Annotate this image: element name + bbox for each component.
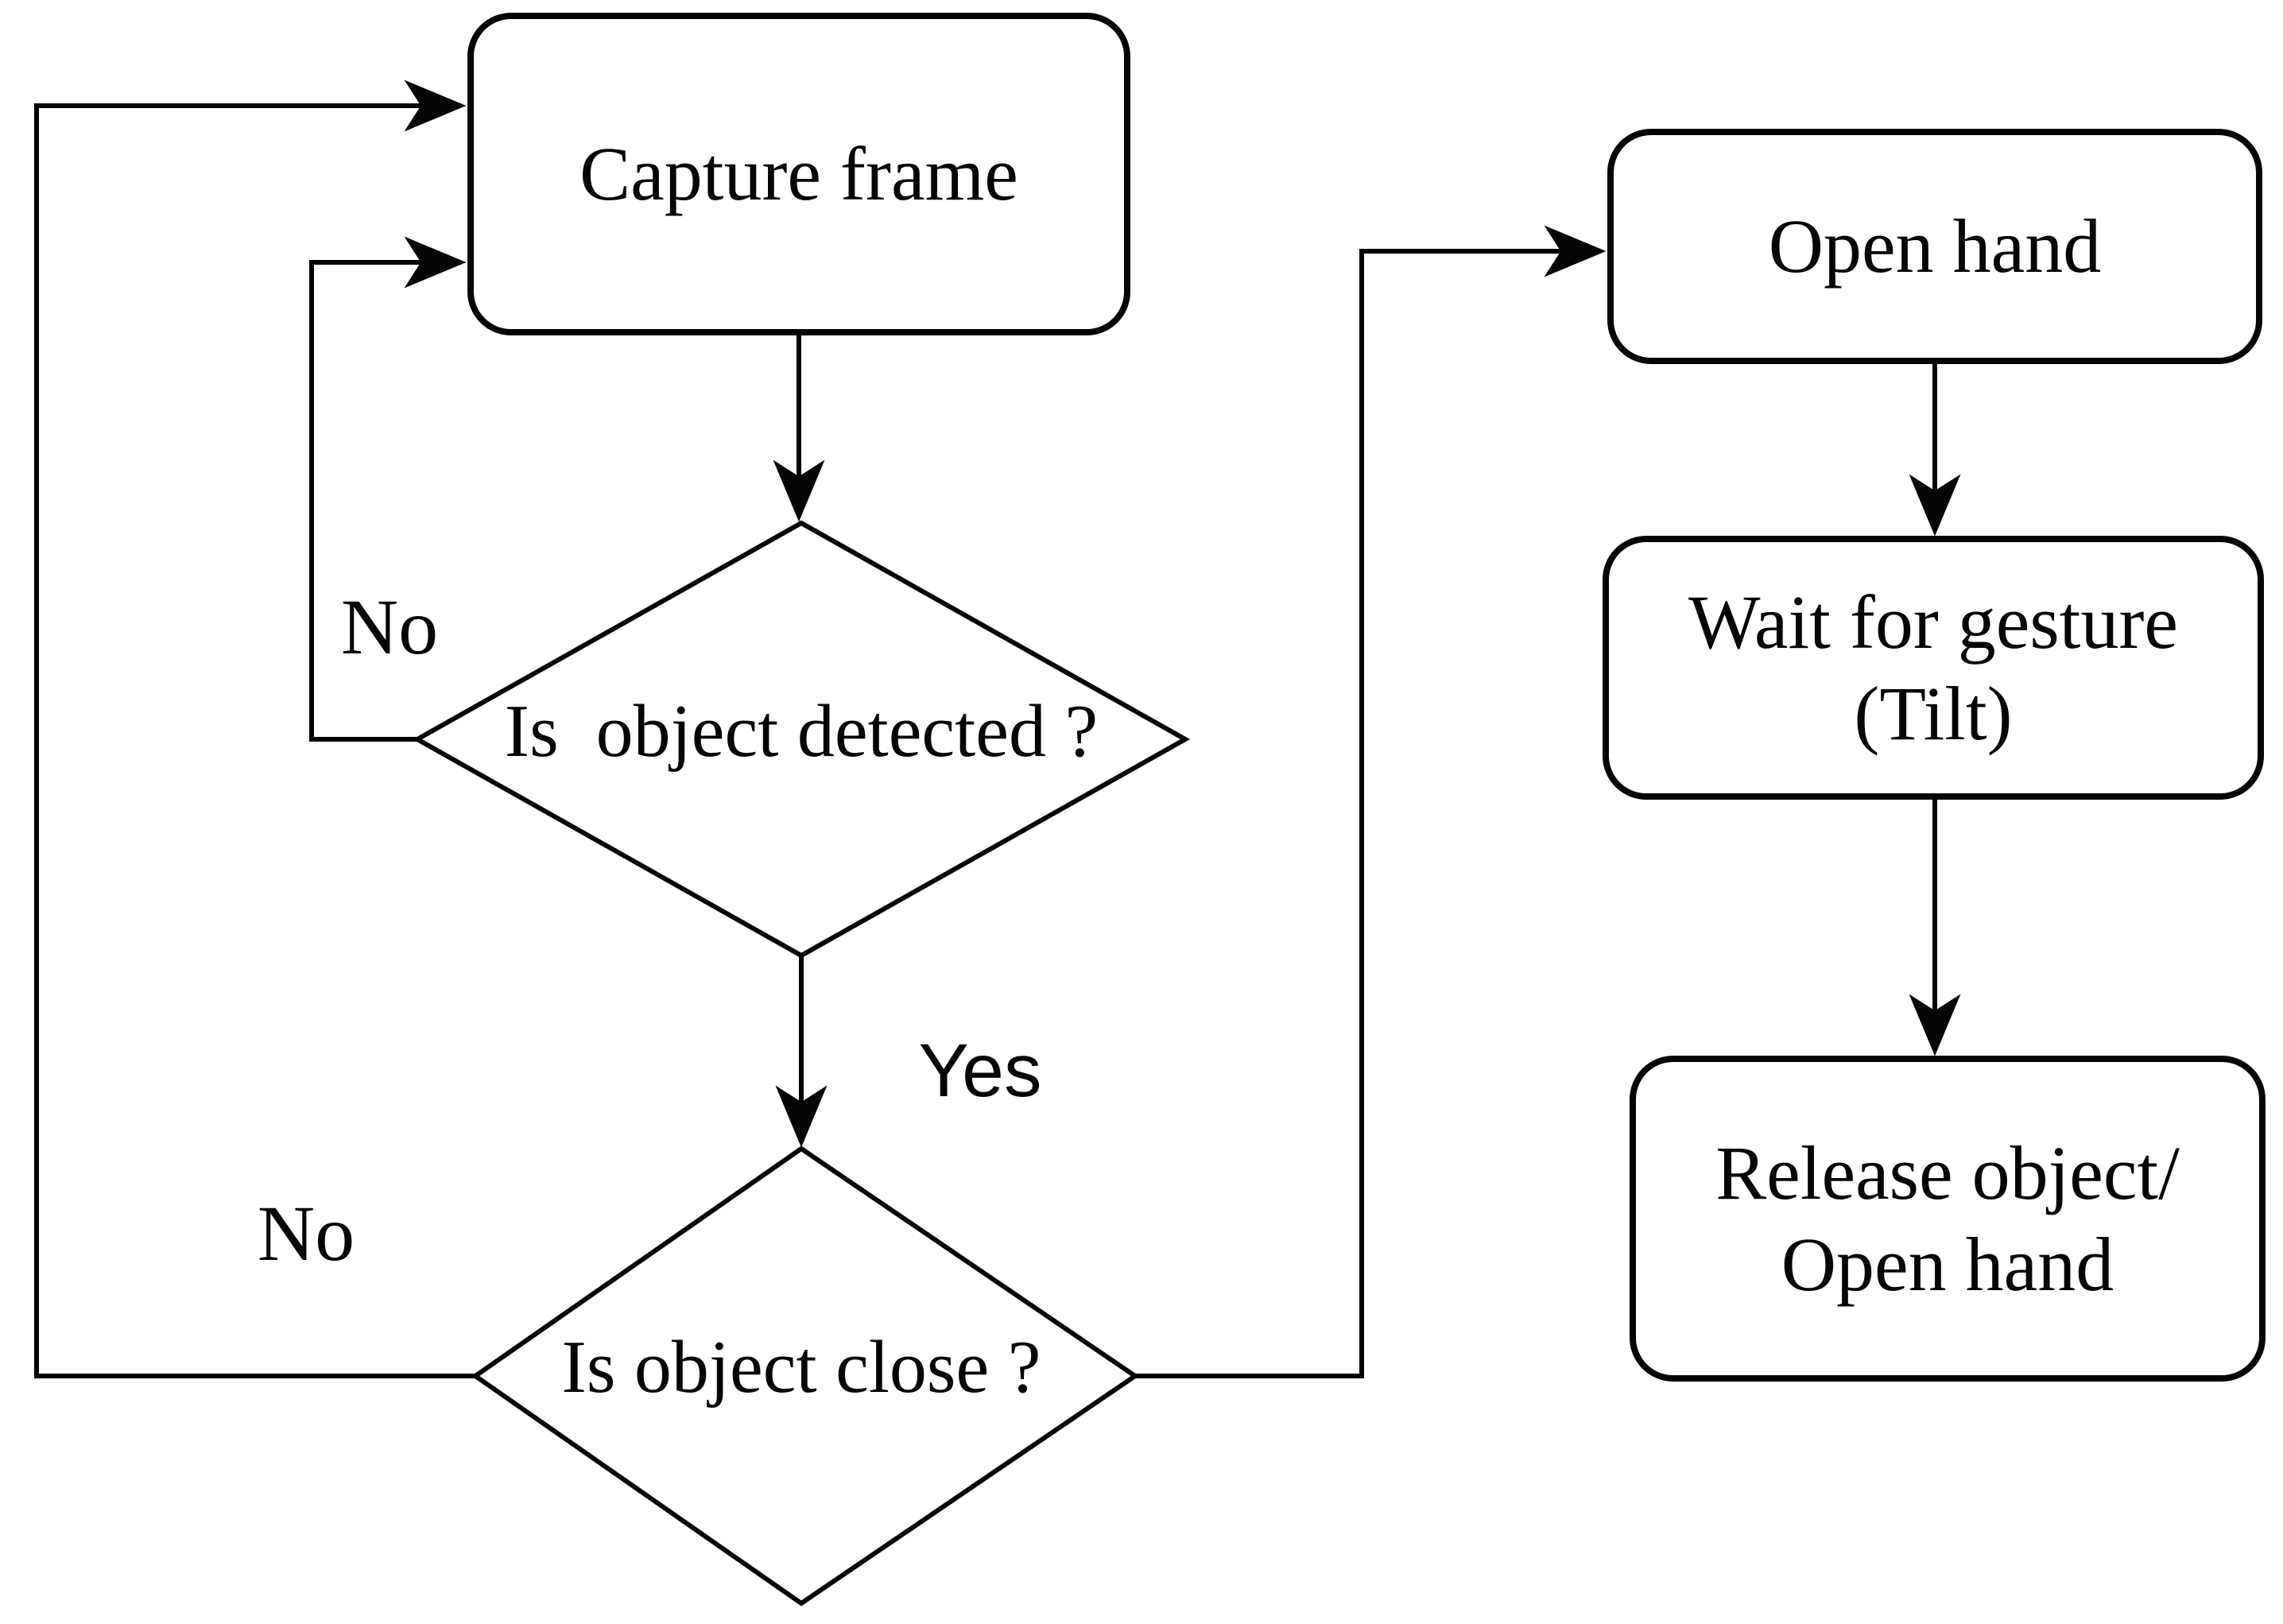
node-release-object: Release object/ Open hand — [1630, 1056, 2266, 1382]
release-object-label-line2: Open hand — [1781, 1222, 2114, 1307]
edge-label-no-detected: No — [340, 582, 439, 671]
node-capture-frame: Capture frame — [467, 13, 1130, 335]
edge-close-no-loop — [34, 79, 475, 1378]
node-open-hand: Open hand — [1607, 129, 2262, 364]
edge-detected-no-loop — [309, 236, 467, 742]
open-hand-label: Open hand — [1768, 203, 2102, 289]
decision-is-object-detected — [412, 520, 1191, 959]
wait-for-gesture-label-line2: (Tilt) — [1854, 671, 2013, 756]
capture-frame-label: Capture frame — [579, 131, 1018, 217]
edge-close-to-open-hand — [1135, 225, 1607, 1378]
edge-label-yes-detected: Yes — [918, 1028, 1042, 1113]
wait-for-gesture-label-line1: Wait for gesture — [1688, 579, 2179, 665]
label-is-object-close: Is object close ? — [561, 1326, 1041, 1409]
decision-is-object-close — [471, 1145, 1140, 1607]
label-is-object-detected: Is object detected ? — [504, 690, 1099, 773]
node-wait-for-gesture: Wait for gesture (Tilt) — [1603, 536, 2264, 800]
release-object-label-line1: Release object/ — [1715, 1130, 2180, 1215]
edge-label-no-close: No — [257, 1188, 355, 1277]
